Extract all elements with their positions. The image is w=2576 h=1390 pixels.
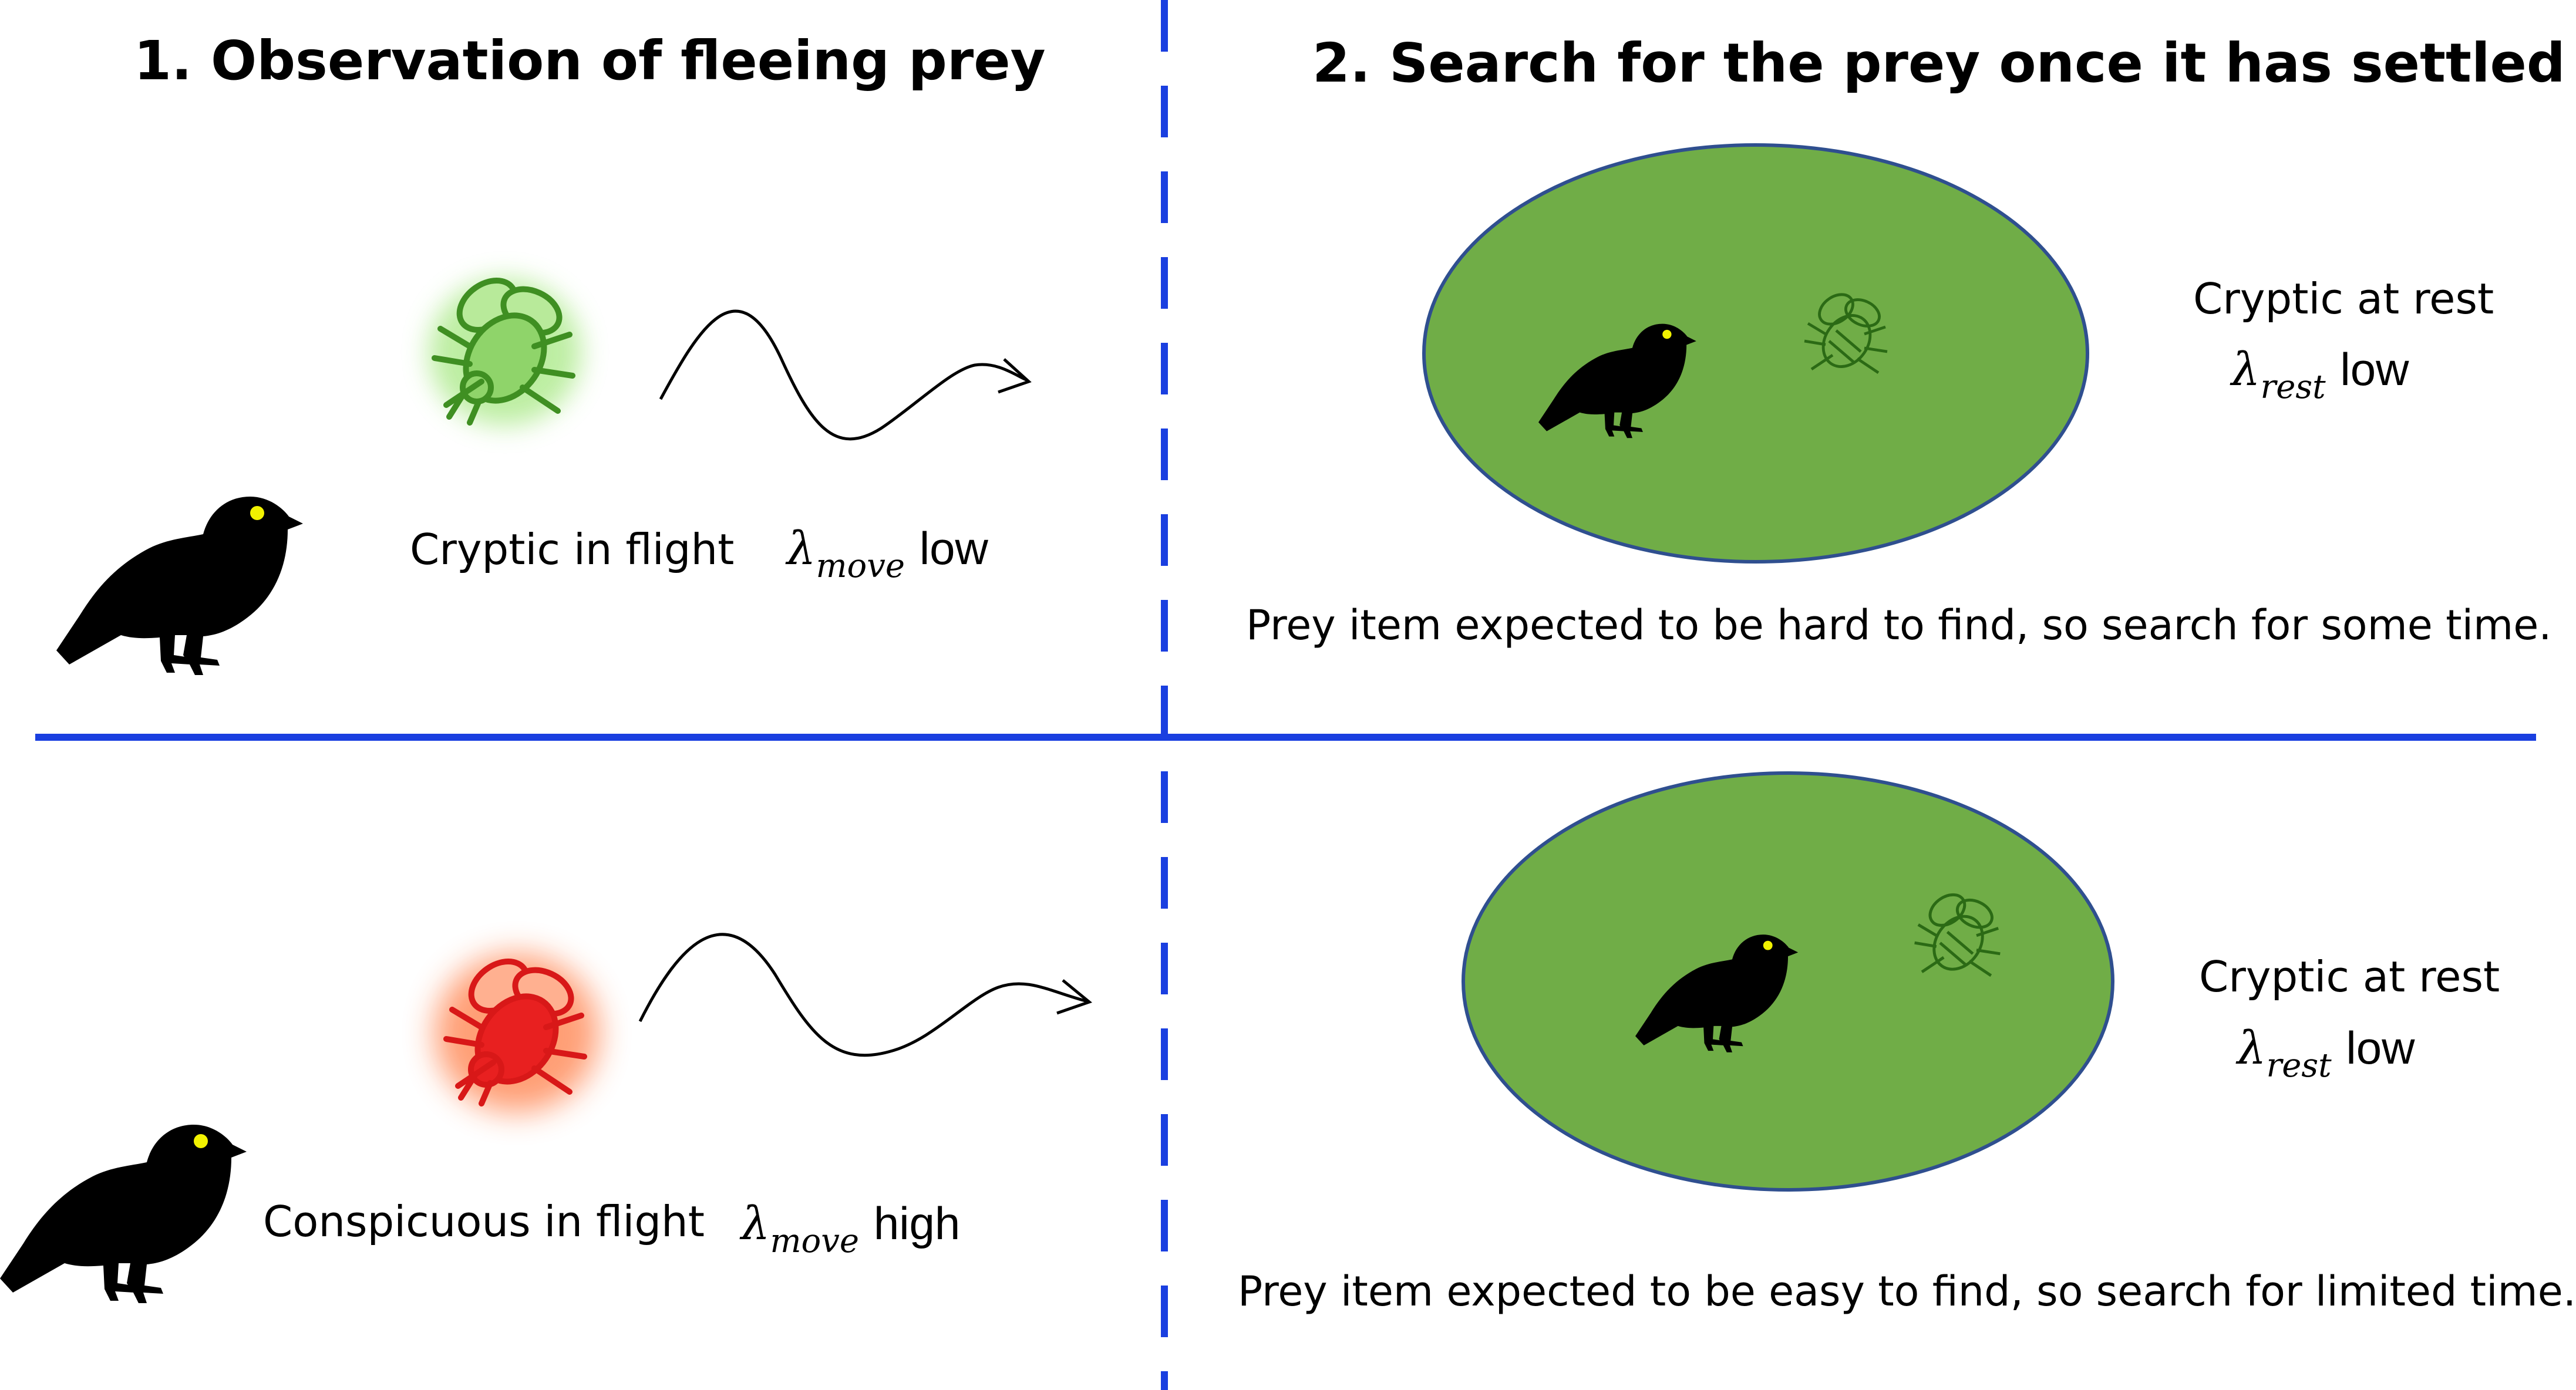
- green-insect-icon: [1804, 293, 1888, 374]
- bottom-rest-lambda: λrest low: [2237, 1022, 2415, 1085]
- bottom-conclusion: Prey item expected to be easy to find, s…: [1238, 1267, 2576, 1315]
- bird-silhouette-icon: [56, 497, 303, 675]
- top-move-lambda: λmove low: [787, 522, 988, 585]
- wavy-arrow-icon: [638, 933, 1093, 1057]
- green-insect-icon: [1914, 893, 2001, 977]
- bottom-flight-label: Conspicuous in flight: [263, 1197, 705, 1246]
- green-insect-icon: [429, 278, 581, 426]
- bird-silhouette-icon: [1538, 323, 1696, 438]
- grass-area: [1422, 143, 2089, 564]
- top-rest-lambda: λrest low: [2231, 343, 2409, 406]
- bottom-rest-label: Cryptic at rest: [2199, 952, 2500, 1001]
- top-rest-label: Cryptic at rest: [2193, 274, 2494, 323]
- red-insect-icon: [435, 954, 599, 1112]
- top-flight-label: Cryptic in flight: [410, 525, 735, 574]
- step1-title: 1. Observation of fleeing prey: [134, 29, 1046, 92]
- wavy-arrow-icon: [659, 309, 1032, 441]
- step2-title: 2. Search for the prey once it has settl…: [1312, 32, 2565, 95]
- top-conclusion: Prey item expected to be hard to find, s…: [1246, 601, 2552, 649]
- bird-silhouette-icon: [0, 1125, 247, 1303]
- grass-area: [1462, 771, 2114, 1192]
- bird-silhouette-icon: [1635, 934, 1799, 1052]
- bottom-move-lambda: λmove high: [741, 1197, 961, 1260]
